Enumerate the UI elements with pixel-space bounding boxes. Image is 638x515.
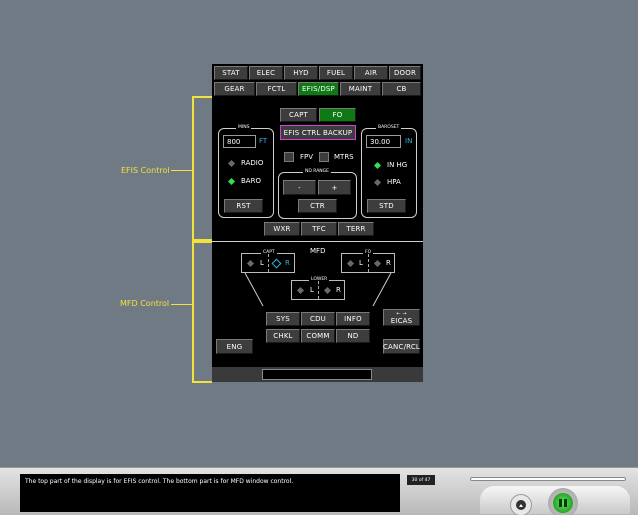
tab-fuel[interactable]: FUEL xyxy=(319,66,353,80)
efis-bracket-vertical xyxy=(192,96,194,240)
eicas-button[interactable]: ← → EICAS xyxy=(383,309,420,326)
baroset-value-field[interactable]: 30.00 xyxy=(366,135,401,148)
nd-range-caption: ND RANGE xyxy=(303,169,331,175)
mfd-fo-right-label[interactable]: R xyxy=(386,259,391,267)
mtrs-label: MTRS xyxy=(334,153,354,161)
tab-cb[interactable]: CB xyxy=(382,82,421,96)
mfd-capt-left-label[interactable]: L xyxy=(260,259,264,267)
ctr-button[interactable]: CTR xyxy=(298,199,337,213)
pause-button[interactable] xyxy=(548,488,578,515)
section-divider xyxy=(212,241,423,242)
mfd-bracket-top xyxy=(192,241,212,243)
mfd-bracket-vertical xyxy=(192,241,194,383)
mins-value-field[interactable]: 800 xyxy=(223,135,256,148)
nd-button[interactable]: ND xyxy=(336,329,370,343)
mfd-capt-right-label[interactable]: R xyxy=(285,259,290,267)
radio-label[interactable]: RADIO xyxy=(241,159,264,167)
mfd-lower-split xyxy=(318,281,319,299)
tab-maint[interactable]: MAINT xyxy=(340,82,381,96)
tab-door[interactable]: DOOR xyxy=(389,66,421,80)
fpv-label: FPV xyxy=(300,153,314,161)
tab-stat[interactable]: STAT xyxy=(214,66,248,80)
efis-bracket-bottom xyxy=(192,239,212,241)
caption-box: The top part of the display is for EFIS … xyxy=(20,474,400,512)
in-hg-label[interactable]: IN HG xyxy=(387,161,408,169)
baro-label[interactable]: BARO xyxy=(241,177,261,185)
mfd-label-line xyxy=(171,304,192,305)
eng-button[interactable]: ENG xyxy=(216,339,253,354)
chkl-button[interactable]: CHKL xyxy=(266,329,300,343)
nd-range-minus-button[interactable]: - xyxy=(283,180,316,195)
mfd-fo-left-label[interactable]: L xyxy=(359,259,363,267)
tab-efis-dsp[interactable]: EFIS/DSP xyxy=(298,82,339,96)
std-button[interactable]: STD xyxy=(367,199,406,213)
tab-elec[interactable]: ELEC xyxy=(249,66,283,80)
baroset-unit: IN xyxy=(405,137,413,145)
baroset-caption: BAROSET xyxy=(376,125,402,131)
cdu-button[interactable]: CDU xyxy=(301,312,335,326)
progress-track[interactable] xyxy=(470,477,626,481)
eicas-label: EICAS xyxy=(390,316,413,325)
mtrs-checkbox[interactable] xyxy=(319,152,329,162)
back-button[interactable] xyxy=(510,494,532,515)
tfc-button[interactable]: TFC xyxy=(301,222,337,236)
mfd-bracket-bottom xyxy=(192,381,212,383)
mfd-capt-caption: CAPT xyxy=(261,250,277,256)
mins-unit: FT xyxy=(259,137,268,145)
mfd-capt-split xyxy=(268,254,269,272)
info-button[interactable]: INFO xyxy=(336,312,370,326)
comm-button[interactable]: COMM xyxy=(301,329,335,343)
pause-icon xyxy=(553,493,573,513)
efis-capt-button[interactable]: CAPT xyxy=(280,108,317,122)
mfd-title: MFD xyxy=(310,247,326,255)
tab-air[interactable]: AIR xyxy=(354,66,388,80)
mfd-fo-caption: FO xyxy=(363,250,374,256)
efis-ctrl-backup-button[interactable]: EFIS CTRL BACKUP xyxy=(280,125,356,140)
nd-range-plus-button[interactable]: + xyxy=(318,180,351,195)
efis-fo-button[interactable]: FO xyxy=(319,108,356,122)
efis-bracket-top xyxy=(192,96,212,98)
eicas-arrows: ← → xyxy=(396,310,407,317)
mfd-connector-lines xyxy=(244,272,392,307)
rst-button[interactable]: RST xyxy=(224,199,263,213)
mfd-fo-split xyxy=(368,254,369,272)
tab-hyd[interactable]: HYD xyxy=(284,66,318,80)
mfd-lower-left-label[interactable]: L xyxy=(310,286,314,294)
page-counter: 30 of 47 xyxy=(407,475,435,485)
mfd-control-label: MFD Control xyxy=(120,299,170,308)
mfd-lower-right-label[interactable]: R xyxy=(336,286,341,294)
tab-fctl[interactable]: FCTL xyxy=(256,82,297,96)
scratchpad-field xyxy=(262,369,372,380)
fpv-checkbox[interactable] xyxy=(284,152,294,162)
hpa-label[interactable]: HPA xyxy=(387,178,401,186)
efis-control-label: EFIS Control xyxy=(121,166,170,175)
efis-label-line xyxy=(171,170,192,171)
mins-caption: MINS xyxy=(236,125,252,131)
sys-button[interactable]: SYS xyxy=(266,312,300,326)
terr-button[interactable]: TERR xyxy=(338,222,374,236)
back-icon xyxy=(516,500,526,510)
wxr-button[interactable]: WXR xyxy=(264,222,300,236)
tab-gear[interactable]: GEAR xyxy=(214,82,255,96)
mfd-lower-caption: LOWER xyxy=(309,277,330,283)
canc-rcl-button[interactable]: CANC/RCL xyxy=(383,339,420,354)
efis-dsp-panel: STAT ELEC HYD FUEL AIR DOOR GEAR FCTL EF… xyxy=(212,64,423,382)
